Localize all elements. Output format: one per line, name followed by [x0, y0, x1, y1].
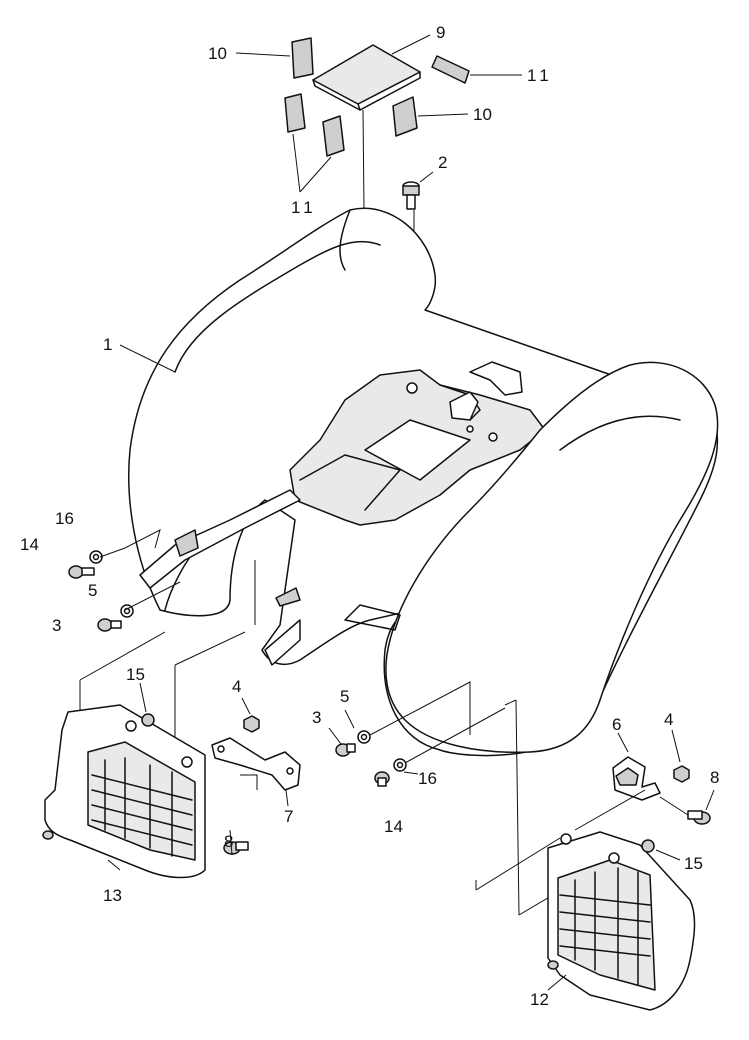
bolt-3-right [335, 743, 356, 757]
bolt-14-left [68, 565, 95, 579]
pad-11-left-a [284, 93, 306, 133]
nut-15-left [141, 713, 155, 727]
nut-4-left [243, 715, 260, 733]
callout-11-right: 11 [527, 66, 553, 85]
callout-3-right: 3 [312, 708, 321, 727]
callout-10-right: 10 [473, 105, 492, 124]
bolt-2 [402, 181, 420, 210]
callout-15-left: 15 [126, 665, 145, 684]
pad-11-top-right [431, 55, 470, 84]
callout-11-left: 11 [291, 198, 317, 217]
mud-guard-13 [42, 704, 206, 879]
callout-7: 7 [284, 807, 293, 826]
callout-9: 9 [436, 23, 445, 42]
rear-fender-1 [128, 207, 719, 757]
callout-16-right: 16 [418, 769, 437, 788]
bolt-14-right [374, 771, 390, 787]
callout-4-right: 4 [664, 710, 673, 729]
pad-11-left-b [322, 115, 345, 157]
callout-8-right: 8 [710, 768, 719, 787]
nut-4-right [673, 765, 690, 783]
callout-4-left: 4 [232, 677, 241, 696]
callout-13: 13 [103, 886, 122, 905]
bracket-6 [612, 756, 661, 801]
callout-1: 1 [103, 335, 112, 354]
nut-15-right [641, 839, 655, 853]
callout-8-left: 8 [224, 832, 233, 851]
callout-6: 6 [612, 715, 621, 734]
pad-9 [312, 44, 421, 111]
washer-5-right [357, 730, 371, 744]
callout-16-left: 16 [55, 509, 74, 528]
callout-5-right: 5 [340, 687, 349, 706]
callout-5-left: 5 [88, 581, 97, 600]
washer-16-left [89, 550, 103, 564]
stay-7 [211, 737, 301, 791]
callout-2: 2 [438, 153, 447, 172]
callout-15-right: 15 [684, 854, 703, 873]
callout-3-left: 3 [52, 616, 61, 635]
pad-10-right [392, 96, 418, 137]
bolt-3-left [97, 618, 122, 632]
bolt-8-right [687, 810, 711, 825]
callout-10-top: 10 [208, 44, 227, 63]
mud-guard-12 [547, 831, 696, 1011]
pad-10-left [291, 37, 314, 79]
callout-14-left: 14 [20, 535, 39, 554]
callout-14-right: 14 [384, 817, 403, 836]
washer-16-right [393, 758, 407, 772]
callout-12: 12 [530, 990, 549, 1009]
